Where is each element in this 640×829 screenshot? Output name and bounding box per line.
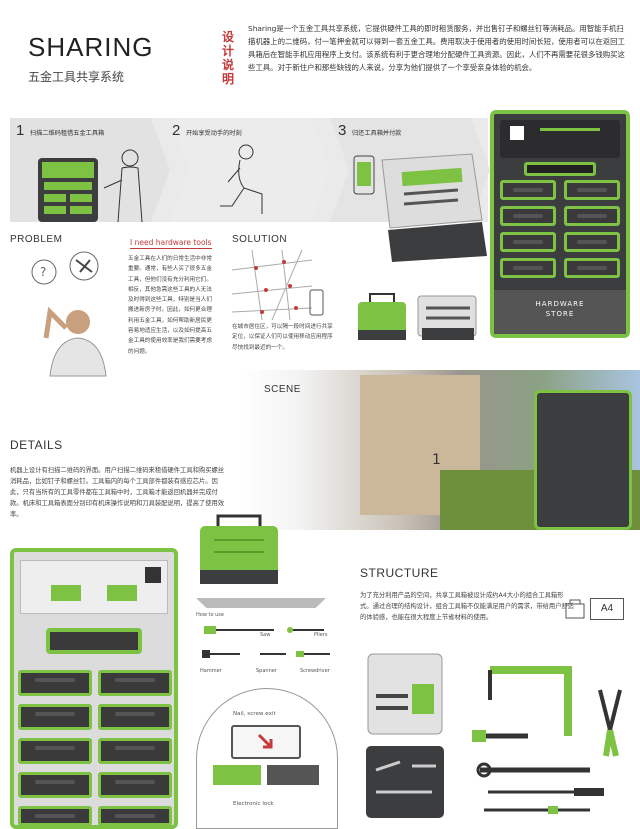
toolbox-outline-icon <box>565 599 585 619</box>
scene-kiosk <box>534 390 632 530</box>
step-1-number: 1 <box>16 122 25 139</box>
thinking-person-illustration: ? <box>31 251 107 377</box>
a4-size-box: A4 <box>590 598 624 620</box>
structure-heading: STRUCTURE <box>360 566 439 580</box>
solution-heading: SOLUTION <box>232 234 288 245</box>
tool-tray <box>196 598 326 608</box>
exploded-toolbox-illustration <box>366 653 444 818</box>
nail-exit-slot <box>524 162 596 176</box>
tool-label-spanner: Spanner <box>256 668 277 674</box>
kiosk-drawer <box>564 180 620 200</box>
kiosk-main-illustration: HARDWARE STORE <box>490 110 630 338</box>
step-3-label: 归还工具箱并付款 <box>352 130 402 137</box>
phone-payment-icon <box>353 155 375 195</box>
problem-quote: I need hardware tools <box>130 238 212 247</box>
kiosk-drawer <box>18 704 92 730</box>
tool-label-pliers: Pliers <box>314 632 328 638</box>
how-to-use-label: How to use <box>196 612 224 618</box>
door-number: 1 <box>432 452 441 468</box>
solution-text: 在城市居住区，可以隔一段时间进行共享定位，以保证人们可以使用移动应用程序尽快找到… <box>232 324 333 351</box>
kiosk-drawer <box>98 772 172 798</box>
nail-exit-slot <box>46 628 142 654</box>
step-3-number: 3 <box>338 122 347 139</box>
kiosk-brand-line1: HARDWARE <box>535 300 585 308</box>
details-heading: DETAILS <box>10 438 63 452</box>
kiosk-panel <box>20 560 168 614</box>
page-subtitle: 五金工具共享系统 <box>28 70 125 84</box>
design-description-heading: 设计说明 <box>222 30 235 86</box>
electronic-lock-label: Electronic lock <box>233 801 274 807</box>
tool-label-screwdriver: Screwdriver <box>300 668 330 674</box>
page-title: SHARING <box>28 32 154 62</box>
step-2-panel <box>170 118 330 222</box>
step-2-number: 2 <box>172 122 181 139</box>
tool-set-illustration <box>472 666 622 814</box>
kiosk-drawer <box>98 670 172 696</box>
details-toolbox-illustration <box>200 514 278 584</box>
tool-label-hammer: Hammer <box>200 668 222 674</box>
smartphone-icon <box>309 289 324 316</box>
kiosk-drawer <box>564 232 620 252</box>
nail-exit-zoom <box>231 725 301 759</box>
tool-label-saw: Saw <box>260 632 271 638</box>
kiosk-brand-line2: STORE <box>545 310 575 318</box>
kiosk-drawer <box>564 206 620 226</box>
kiosk-drawer <box>18 670 92 696</box>
kiosk-drawer <box>500 258 556 278</box>
kiosk-drawer <box>500 206 556 226</box>
kiosk-drawer <box>18 772 92 798</box>
step-2-illustration <box>220 144 263 214</box>
drawer-zoom <box>213 765 261 785</box>
closed-toolbox-illustration <box>358 293 477 340</box>
quote-underline <box>130 248 212 249</box>
kiosk-base: HARDWARE STORE <box>494 290 626 334</box>
step-1-illustration <box>38 149 143 222</box>
step-1-label: 扫描二维码租借五金工具箱 <box>30 130 105 137</box>
structure-text: 为了充分利用产品的空间，共享工具箱被设计成约A4大小的组合工具箱形式。通过合理的… <box>360 592 575 621</box>
svg-text:?: ? <box>40 265 46 279</box>
step-2-label: 开始享受动手的时刻 <box>186 130 242 137</box>
kiosk-drawer <box>98 704 172 730</box>
design-description-text: Sharing是一个五金工具共享系统，它提供硬件工具的即时租赁服务，并出售钉子和… <box>248 24 625 72</box>
kiosk-screen <box>500 120 620 158</box>
details-kiosk-illustration <box>10 548 178 829</box>
instruction-panel <box>107 585 137 601</box>
kiosk-drawer <box>98 738 172 764</box>
kiosk-drawer <box>18 806 92 826</box>
problem-heading: PROBLEM <box>10 234 63 245</box>
kiosk-drawer <box>18 738 92 764</box>
instruction-panel <box>51 585 81 601</box>
kiosk-drawer <box>500 232 556 252</box>
drawer-zoom <box>267 765 319 785</box>
red-arrow-icon <box>257 733 273 749</box>
tools-icons <box>202 626 330 658</box>
qr-code-icon <box>510 126 524 140</box>
city-map-illustration <box>232 250 312 320</box>
nail-exit-label: Nail, screw exit <box>233 711 276 717</box>
qr-code-icon <box>145 567 161 583</box>
open-toolbox-illustration <box>381 153 487 262</box>
kiosk-drawer <box>564 258 620 278</box>
details-text: 机器上设计有扫描二维码的界面。用户扫描二维码来租借硬件工具和购买螺丝消耗品，比如… <box>10 467 225 518</box>
kiosk-drawer <box>500 180 556 200</box>
steps-band: 1 扫描二维码租借五金工具箱 2 开始享受动手的时刻 3 归还工具箱并付款 <box>10 118 490 222</box>
scene-heading: SCENE <box>264 384 301 395</box>
problem-text: 五金工具在人们的日常生活中非常重要。通常，有些人买了很多五金工具，但他们没有充分… <box>128 256 212 355</box>
magnified-detail: Nail, screw exit Electronic lock <box>196 688 338 829</box>
kiosk-drawer <box>98 806 172 826</box>
